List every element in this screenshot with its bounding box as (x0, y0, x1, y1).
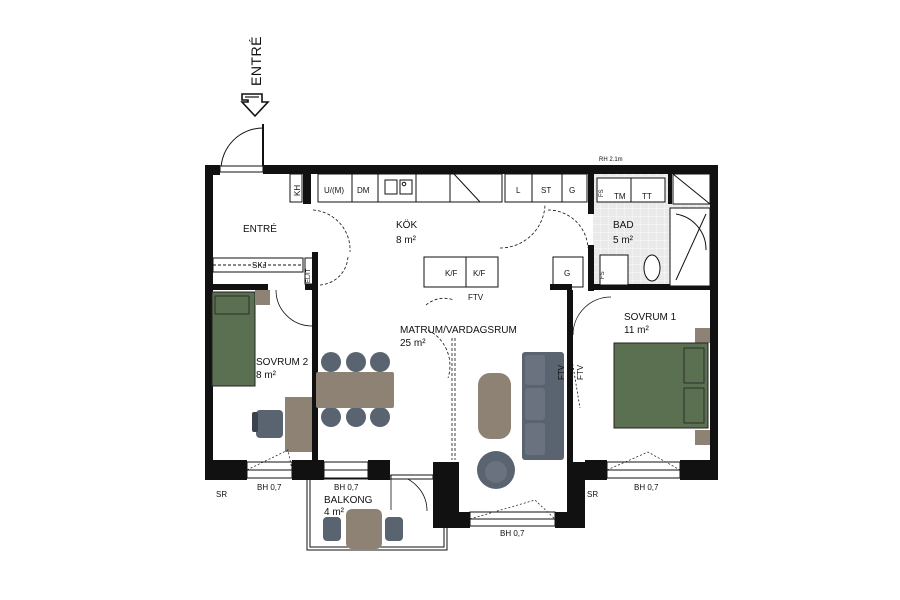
room-kok-name: KÖK (396, 219, 417, 231)
window-bh3: BH 0,7 (500, 529, 525, 538)
entrance-door[interactable] (220, 124, 264, 171)
room-sovrum2-name: SOVRUM 2 (256, 357, 309, 368)
room-sovrum1-area: 11 m² (624, 325, 649, 336)
window-bh1: BH 0,7 (257, 483, 282, 492)
marker-sr-right: SR (587, 490, 598, 499)
room-sovrum1-name: SOVRUM 1 (624, 312, 677, 323)
fixture-ftv-sov1-b: FTV (576, 364, 585, 380)
window-bh4: BH 0,7 (634, 483, 659, 492)
window-bh2: BH 0,7 (334, 483, 359, 492)
dining-furniture (316, 352, 394, 427)
living-furniture (427, 329, 564, 489)
fixture-rh: RH 2.1m (599, 157, 623, 163)
fixture-ftv-sov1-a: FTV (557, 364, 566, 380)
fixture-tt: TT (642, 192, 652, 201)
fixture-kf2: K/F (473, 269, 486, 278)
fixture-g-top: G (569, 186, 575, 195)
fixture-ftv-kitchen: FTV (468, 293, 484, 302)
fixture-euit: EL/IT (306, 268, 312, 283)
room-sovrum2-area: 8 m² (256, 370, 277, 381)
fixture-fs-low: FS (600, 271, 606, 279)
fixture-g-low: G (564, 269, 570, 278)
room-bad-name: BAD (613, 220, 634, 231)
entrance-label: ENTRÉ (248, 36, 264, 86)
window-swings (246, 449, 681, 520)
sovrum1-door (572, 296, 612, 336)
balcony-furniture (323, 509, 403, 549)
fixture-fs-top: FS (599, 189, 605, 197)
sovrum1-furniture (571, 328, 710, 445)
fixture-skj: SKJ (252, 261, 267, 270)
room-bad-area: 5 m² (613, 235, 634, 246)
entre-storage (212, 257, 314, 285)
fixture-dm: DM (357, 186, 370, 195)
fixture-kh: KH (293, 185, 302, 196)
room-vardagsrum-area: 25 m² (400, 338, 426, 349)
bath-fixtures (547, 173, 711, 287)
kitchen-door-arcs (312, 204, 546, 306)
kitchen-counter (289, 173, 588, 288)
fixture-kf1: K/F (445, 269, 458, 278)
marker-sr-left: SR (216, 490, 227, 499)
entrance-arrow (240, 93, 270, 118)
balcony (306, 474, 448, 551)
sovrum2-door (275, 289, 313, 327)
room-balkong-area: 4 m² (324, 507, 345, 518)
room-balkong-name: BALKONG (324, 495, 373, 506)
room-vardagsrum-name: MATRUM/VARDAGSRUM (400, 325, 517, 336)
fixture-l: L (516, 186, 521, 195)
fixture-tm: TM (614, 192, 626, 201)
room-entre-name: ENTRÉ (243, 222, 277, 235)
fixture-um: U/(M) (324, 186, 344, 195)
room-kok-area: 8 m² (396, 235, 417, 246)
fixture-st: ST (541, 186, 551, 195)
sovrum2-furniture (211, 290, 312, 452)
